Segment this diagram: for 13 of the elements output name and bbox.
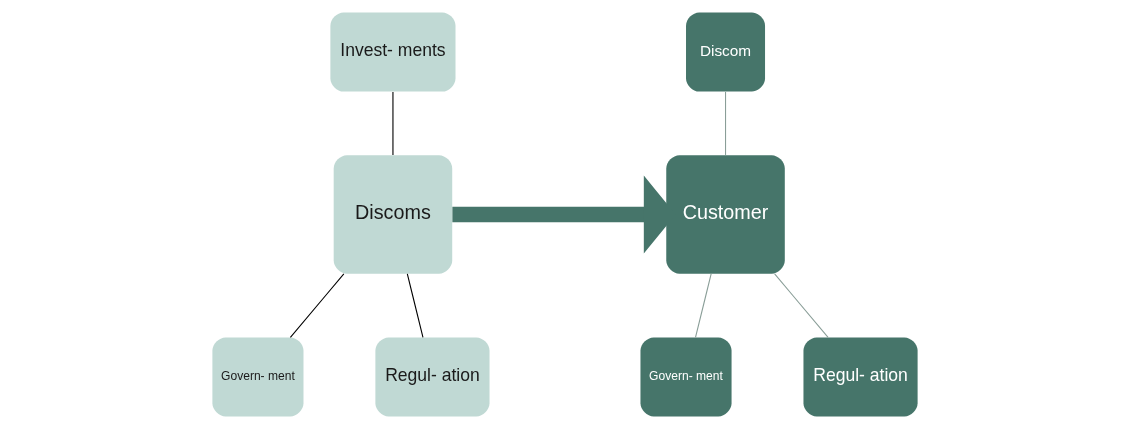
node-box: Customer (666, 155, 785, 274)
connector (774, 273, 829, 338)
node-box: Regul- ation (375, 337, 490, 417)
node-box: Regul- ation (803, 337, 918, 417)
node-box: Govern- ment (640, 337, 732, 417)
connector (694, 273, 712, 338)
node-box: Discoms (333, 155, 453, 274)
connector (725, 91, 727, 156)
node-box: Discom (686, 12, 766, 92)
node-box: Govern- ment (212, 337, 304, 417)
connector (406, 273, 424, 338)
connector (289, 273, 345, 338)
node-box: Invest- ments (330, 12, 456, 92)
